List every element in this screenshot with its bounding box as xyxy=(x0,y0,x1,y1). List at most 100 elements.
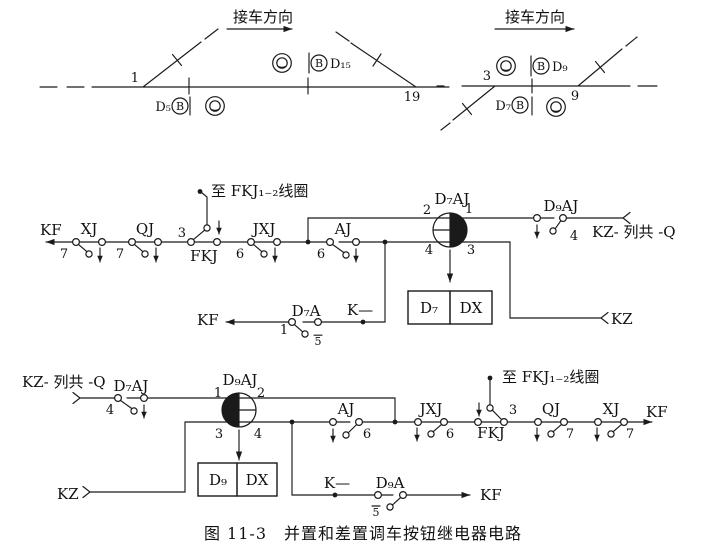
box-cell-left: D₇ xyxy=(420,299,438,317)
terminal-2: 2 xyxy=(423,203,431,218)
contact-name: QJ xyxy=(542,400,560,418)
button-symbol-d15: B xyxy=(308,52,328,74)
terminal-number: 7 xyxy=(566,427,574,442)
button-name: D₇AJ xyxy=(435,190,470,208)
box-cell-left: D₉ xyxy=(209,471,227,489)
box-cell-right: DX xyxy=(246,471,269,489)
contact-name: FKJ xyxy=(477,424,505,442)
k-minus-label: K— xyxy=(324,474,350,492)
contact-d9aj-top: D₉AJ 4 xyxy=(532,197,578,244)
terminal-5: 5 xyxy=(373,506,380,519)
switch-label-3: 3 xyxy=(483,69,491,84)
wire-continuation-mark xyxy=(72,391,81,405)
contact-name: AJ xyxy=(334,220,352,238)
k-minus-tap-dot xyxy=(360,319,366,325)
terminal-number: 6 xyxy=(236,247,244,262)
contact-qj-bottom: QJ 7 xyxy=(533,400,574,442)
wire-continuation-mark xyxy=(600,311,609,325)
switch-label-9: 9 xyxy=(571,89,579,104)
coil-destination-label: 至 FKJ₁₋₂线圈 xyxy=(502,368,599,386)
terminal-3: 3 xyxy=(467,243,475,258)
terminal-number: 6 xyxy=(446,427,454,442)
terminal-5: 5 xyxy=(315,335,322,348)
terminal-3: 3 xyxy=(215,427,223,442)
terminal-number: 6 xyxy=(317,247,325,262)
switch-label-19: 19 xyxy=(404,90,421,105)
track-lines xyxy=(436,36,658,131)
terminal-number: 4 xyxy=(106,403,114,418)
button-symbol-d9: B xyxy=(530,55,550,77)
contact-jxj-bottom: JXJ 6 xyxy=(414,400,454,442)
contact-name: JXJ xyxy=(418,400,443,418)
terminal-number: 3 xyxy=(509,403,517,418)
contact-fkj-bottom: FKJ 3 至 FKJ₁₋₂线圈 xyxy=(474,368,599,442)
button-symbol-d5: B xyxy=(171,96,191,116)
kf-label: KF xyxy=(40,221,62,239)
button-letter: B xyxy=(176,100,184,113)
coil-destination-label: 至 FKJ₁₋₂线圈 xyxy=(211,182,308,200)
shunt-signal-lower-left xyxy=(205,96,225,116)
junction-dot xyxy=(305,239,311,245)
wire-continuation-mark xyxy=(82,485,91,499)
wire-continuation-mark xyxy=(622,211,631,225)
contact-name: D₇A xyxy=(292,302,321,320)
kz-label: KZ xyxy=(57,485,79,503)
button-label-d15: D₁₅ xyxy=(330,57,351,72)
contact-name: XJ xyxy=(81,220,98,238)
kz-common-label: KZ- 列共 -Q xyxy=(22,373,106,391)
terminal-2: 2 xyxy=(257,386,265,401)
direction-label: 接车方向 xyxy=(505,8,565,26)
button-label-d5: D₅ xyxy=(155,100,171,115)
contact-name: AJ xyxy=(337,400,355,418)
contact-aj-top: AJ 6 xyxy=(317,220,361,263)
kf-label: KF xyxy=(646,403,668,421)
contact-jxj-top: JXJ 6 xyxy=(236,220,282,263)
button-d7aj-symbol: D₇AJ 2 1 4 3 xyxy=(423,190,475,283)
button-d9aj-symbol: D₉AJ 1 2 3 4 xyxy=(214,371,265,461)
contact-xj-top: XJ 7 xyxy=(60,220,106,263)
button-letter: B xyxy=(315,57,323,70)
circuit-bottom: KZ- 列共 -Q D₇AJ 4 D₉AJ 1 2 3 4 AJ xyxy=(22,368,668,519)
terminal-4: 4 xyxy=(425,243,433,258)
contact-qj-top: QJ 7 xyxy=(116,220,163,263)
contact-name: FKJ xyxy=(190,247,218,265)
figure-caption: 图 11-3 并置和差置调车按钮继电器电路 xyxy=(204,524,522,543)
circuit-bottom-wires xyxy=(79,397,596,496)
terminal-number: 3 xyxy=(178,226,186,241)
terminal-1: 1 xyxy=(214,386,222,401)
button-label-d7: D₇ xyxy=(495,99,511,114)
terminal-number: 7 xyxy=(60,247,68,262)
contact-fkj-top: FKJ 3 至 FKJ₁₋₂线圈 xyxy=(178,182,309,265)
indicator-box-d9: D₉ DX xyxy=(197,462,278,497)
junction-dot xyxy=(289,419,295,425)
k-minus-label: K— xyxy=(347,301,373,319)
shunt-signal-upper-left xyxy=(272,53,292,73)
button-letter: B xyxy=(537,60,545,73)
kz-label: KZ xyxy=(611,310,633,328)
terminal-number: 7 xyxy=(626,427,634,442)
junction-dot xyxy=(392,419,398,425)
k-minus-tap-dot xyxy=(332,492,338,498)
contact-d9a: D₉A 5 xyxy=(371,474,408,519)
terminal-1: 1 xyxy=(280,323,288,338)
junction-dot xyxy=(382,239,388,245)
indicator-box-d7: D₇ DX xyxy=(407,290,493,325)
track-lines xyxy=(39,28,450,95)
switch-label-1: 1 xyxy=(131,71,139,86)
circuit-top-wires xyxy=(104,217,624,323)
direction-label: 接车方向 xyxy=(233,8,293,26)
button-label-d9: D₉ xyxy=(552,60,568,75)
contact-xj-bottom: XJ 7 xyxy=(593,400,634,442)
kf-label: KF xyxy=(197,311,219,329)
contact-name: D₉A xyxy=(376,474,405,492)
button-letter: B xyxy=(516,99,524,112)
circuit-top: KF XJ 7 QJ 7 FKJ 3 至 FKJ₁₋₂线圈 xyxy=(40,182,676,348)
contact-aj-bottom: AJ 6 xyxy=(329,400,371,443)
terminal-number: 6 xyxy=(363,427,371,442)
contact-name: JXJ xyxy=(251,220,276,238)
shunt-signal-upper-right xyxy=(496,56,516,76)
button-name: D₉AJ xyxy=(223,371,258,389)
kf-label: KF xyxy=(480,486,502,504)
